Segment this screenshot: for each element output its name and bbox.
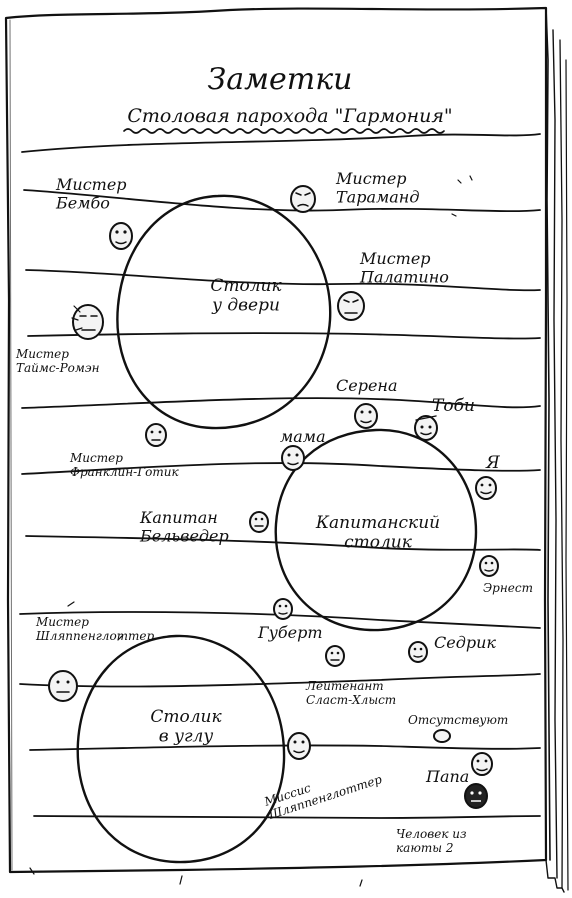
- notebook-title: Заметки: [208, 62, 353, 97]
- svg-text:мама: мама: [280, 427, 326, 446]
- guest-label-otsutstvuyut: Отсутствуют: [408, 713, 508, 727]
- label-line-2: столик: [344, 533, 413, 553]
- face-belveder: [249, 511, 269, 533]
- label-line-2: Сласт-Хлыст: [306, 693, 396, 707]
- svg-text:Эрнест: Эрнест: [483, 581, 533, 595]
- face-times-roman: [71, 304, 104, 340]
- guest-label-shlyappenglotter-f: МиссисШляппенглоттер: [262, 759, 384, 822]
- guest-label-ernest: Эрнест: [483, 581, 533, 595]
- face-ernest: [479, 555, 499, 577]
- label-line-2: Таймс-Ромэн: [16, 361, 100, 375]
- label-line-2: Франклин-Готик: [70, 465, 179, 479]
- guest-label-gubert: Губерт: [257, 623, 323, 642]
- subtitle-underline: [123, 128, 445, 134]
- label-line-1: Столик: [150, 707, 222, 727]
- face-franklin-gothic: [145, 423, 167, 447]
- label-line-1: Столик: [210, 276, 282, 296]
- label-line-2: Палатино: [359, 267, 449, 286]
- ruled-lines: [19, 133, 541, 819]
- label-line-2: Тараманд: [336, 187, 419, 206]
- guest-label-tobi: Тоби: [432, 396, 475, 416]
- label-line-1: Капитан: [139, 508, 218, 527]
- face-tobi: [414, 415, 438, 441]
- notebook-subtitle: Столовая парохода "Гармония": [127, 105, 452, 127]
- face-taramand: [290, 185, 316, 213]
- face-shlyappenglotter-m: [48, 670, 78, 702]
- face-palatino: [337, 291, 365, 321]
- svg-text:Седрик: Седрик: [434, 633, 496, 652]
- label-line-1: Мистер: [55, 175, 127, 194]
- face-papa: [471, 752, 493, 776]
- label-line-2: Бельведер: [139, 526, 229, 545]
- face-sedrik: [408, 641, 428, 663]
- face-mama: [281, 445, 305, 471]
- guest-label-papa: Папа: [425, 767, 469, 786]
- table-door-circle: [116, 194, 332, 430]
- label-line-2: у двери: [211, 296, 280, 316]
- svg-text:Серена: Серена: [336, 376, 398, 395]
- label-line-1: Человек из: [396, 827, 467, 841]
- guest-label-ya: Я: [485, 453, 500, 473]
- face-serena: [354, 403, 378, 429]
- face-gubert: [273, 598, 293, 620]
- label-line-1: Мистер: [69, 451, 123, 465]
- label-line-1: Мистер: [15, 347, 69, 361]
- guest-label-sedrik: Седрик: [434, 633, 496, 652]
- table-corner-circle: [76, 634, 286, 864]
- label-line-1: Мистер: [335, 169, 407, 188]
- doodle-marks: [29, 175, 473, 887]
- label-line-2: Шляппенглоттер: [35, 629, 155, 643]
- label-line-2: в углу: [159, 727, 214, 747]
- label-line-2: каюты 2: [396, 841, 454, 855]
- svg-text:МиссисШляппенглоттер: МиссисШляппенглоттер: [262, 759, 384, 822]
- table-captain-circle: [274, 428, 478, 632]
- page-stack-edges: [545, 7, 569, 893]
- svg-text:Губерт: Губерт: [257, 623, 323, 642]
- label-line-2: Бембо: [55, 193, 110, 212]
- face-slast-khlyst: [325, 645, 345, 667]
- label-line-1: Капитанский: [315, 513, 440, 533]
- label-line-1: Мистер: [359, 249, 431, 268]
- face-cabin2: [464, 783, 488, 809]
- face-shlyappenglotter-f: [287, 732, 311, 760]
- svg-text:Отсутствуют: Отсутствуют: [408, 713, 508, 727]
- label-line-1: Мистер: [35, 615, 89, 629]
- svg-text:Я: Я: [485, 453, 500, 473]
- face-ya: [475, 476, 497, 500]
- svg-text:Папа: Папа: [425, 767, 469, 786]
- guest-label-mama: мама: [280, 427, 326, 446]
- face-bembo: [109, 222, 133, 250]
- guest-label-serena: Серена: [336, 376, 398, 395]
- face-otsutstvuyut: [433, 729, 451, 743]
- svg-text:Тоби: Тоби: [432, 396, 475, 416]
- label-line-1: Лейтенант: [305, 679, 384, 693]
- page-outline: [4, 6, 548, 874]
